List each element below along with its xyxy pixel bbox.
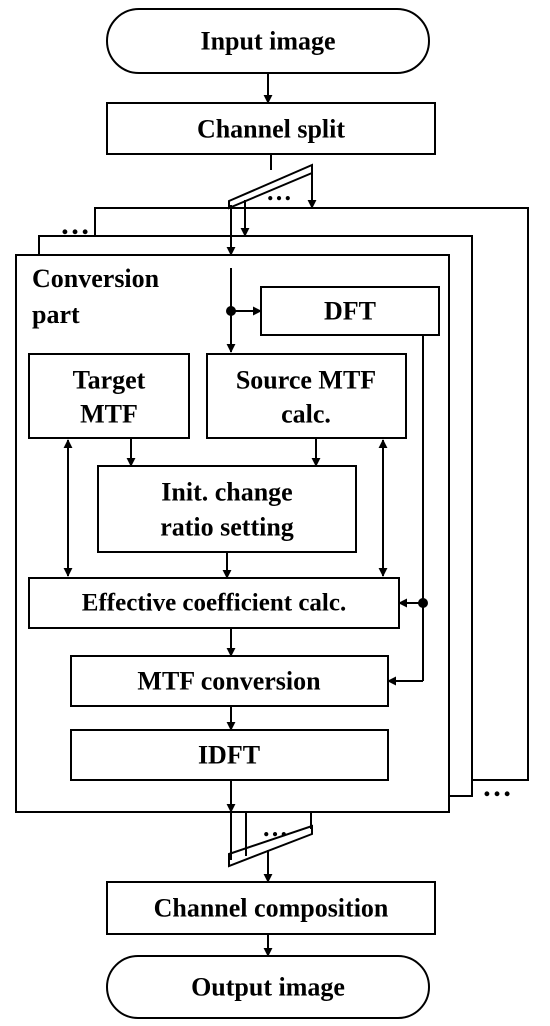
mux-shape	[228, 824, 313, 868]
idft-box	[70, 729, 389, 781]
ellipsis-bottom-right: …	[482, 770, 512, 803]
demux-ellipsis: …	[266, 177, 292, 206]
channel-composition-label: Channel composition	[154, 894, 389, 923]
idft-label: IDFT	[198, 741, 260, 770]
output-image-label: Output image	[191, 973, 345, 1002]
target-mtf-label-line2: MTF	[80, 400, 138, 429]
mtf-conversion-label: MTF conversion	[137, 667, 321, 696]
channel-split-box	[106, 102, 436, 155]
conversion-part-label-line2: part	[32, 300, 80, 329]
input-image-label: Input image	[200, 27, 335, 56]
ellipsis-top: …	[60, 208, 90, 241]
source-mtf-label-line1: Source MTF	[236, 366, 376, 395]
target-mtf-box	[28, 353, 190, 439]
output-image-terminator	[106, 955, 430, 1019]
conversion-part-label-line1: Conversion	[32, 264, 160, 293]
source-mtf-label-line2: calc.	[281, 400, 331, 429]
effective-coefficient-label: Effective coefficient calc.	[82, 590, 346, 617]
mux-ellipsis: …	[262, 813, 288, 842]
init-label-line1: Init. change	[161, 478, 292, 507]
channel-composition-box	[106, 881, 436, 935]
channel-split-label: Channel split	[197, 115, 345, 144]
init-change-ratio-box	[97, 465, 357, 553]
target-mtf-label-line1: Target	[73, 366, 146, 395]
mtf-conversion-box	[70, 655, 389, 707]
source-mtf-calc-box	[206, 353, 407, 439]
effective-coefficient-box	[28, 577, 400, 629]
dft-label: DFT	[324, 297, 376, 326]
dft-box	[260, 286, 440, 336]
init-label-line2: ratio setting	[160, 513, 294, 542]
